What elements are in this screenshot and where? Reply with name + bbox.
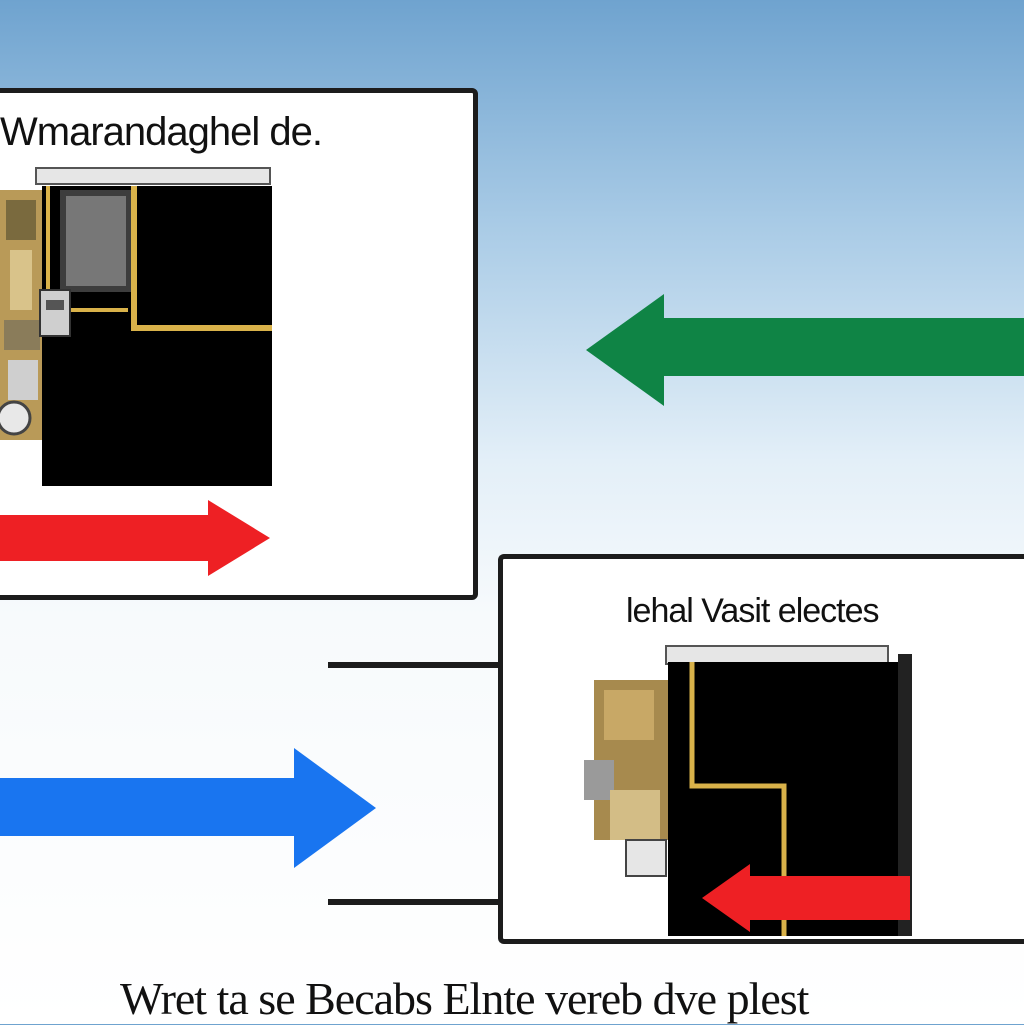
footer-caption: Wret ta se Becabs Elnte vereb dve plest bbox=[120, 973, 809, 1024]
connector-lines bbox=[328, 662, 524, 905]
top-panel-title: Wmarandaghel de. bbox=[0, 110, 323, 154]
bottom-panel-title: lehal Vasit electes bbox=[626, 592, 880, 630]
top-machine-icon bbox=[0, 167, 272, 486]
green-arrow-left-icon bbox=[586, 294, 1024, 406]
bottom-red-arrow-left-icon bbox=[702, 864, 910, 932]
blue-arrow-right-icon bbox=[0, 748, 376, 868]
top-red-arrow-right-icon bbox=[0, 500, 270, 576]
